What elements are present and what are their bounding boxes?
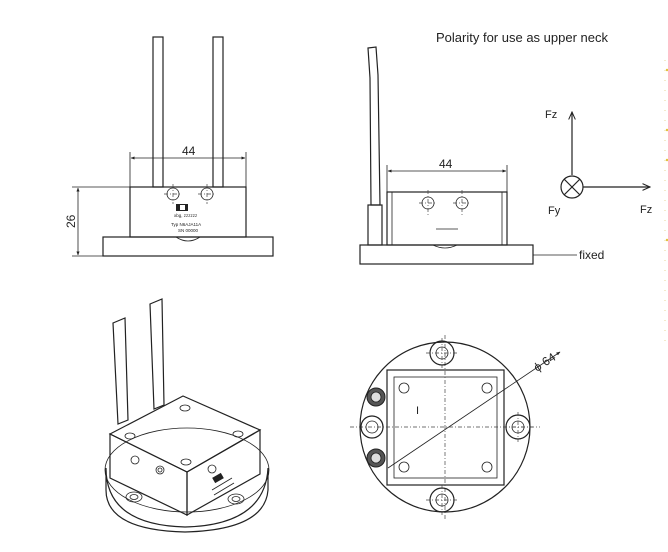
axes-diagram: Fz Fy Fz xyxy=(545,109,652,217)
logo-text-2: Typ N6AJA11A xyxy=(171,222,201,227)
cable-stub-bottom xyxy=(366,448,386,468)
flange-hole-bottom xyxy=(426,485,458,515)
width-dim-label-front: 44 xyxy=(182,144,196,158)
cable-left xyxy=(152,36,164,188)
iso-block-right-face xyxy=(186,428,261,517)
iso-cable-left xyxy=(112,317,129,425)
width-dimension-front: 44 xyxy=(129,144,247,187)
side-body xyxy=(386,191,508,246)
mounting-hole-left xyxy=(164,184,182,204)
flange-hole-top xyxy=(426,338,458,368)
iso-base xyxy=(105,467,269,533)
brand-logo: xbg, zzzzzz Typ N6AJA11A SN 00000 xyxy=(171,204,201,233)
axis-label-z: Fz xyxy=(545,109,557,121)
iso-block-top xyxy=(108,395,262,473)
logo-text-1: xbg, zzzzzz xyxy=(174,213,198,218)
page-title: Polarity for use as upper neck xyxy=(436,30,608,45)
center-mark: I xyxy=(416,405,419,417)
fixed-label: fixed xyxy=(579,248,604,262)
axis-label-y: Fy xyxy=(548,205,561,217)
flange-hole-right xyxy=(503,412,533,442)
flange-hole-left xyxy=(360,415,384,439)
cable-stub-top xyxy=(366,387,386,407)
width-dim-label-side: 44 xyxy=(439,157,453,171)
iso-block-left-face xyxy=(109,433,188,516)
iso-cable-right xyxy=(149,298,165,410)
bottom-square xyxy=(386,369,505,486)
base-plate xyxy=(102,236,274,257)
diameter-label: ϕ 64 xyxy=(531,350,559,375)
y-axis-into-page-icon xyxy=(560,175,584,199)
side-cable xyxy=(367,46,381,206)
isometric-view xyxy=(104,298,270,533)
mounting-hole-right xyxy=(198,184,216,204)
logo-text-3: SN 00000 xyxy=(178,228,199,233)
front-view: xbg, zzzzzz Typ N6AJA11A SN 00000 44 26 xyxy=(64,36,274,257)
height-dim-label: 26 xyxy=(64,214,78,228)
side-view: 44 fixed xyxy=(359,46,604,265)
edge-marks xyxy=(664,60,668,350)
bottom-view: ϕ 64 I xyxy=(350,335,561,520)
height-dimension: 26 xyxy=(64,186,130,257)
side-base xyxy=(359,244,534,265)
side-hole-left xyxy=(419,190,437,216)
axis-label-x: Fz xyxy=(640,204,652,216)
cable-right xyxy=(212,36,224,188)
width-dimension-side: 44 xyxy=(386,157,508,192)
side-connector xyxy=(367,204,383,246)
side-hole-right xyxy=(453,190,471,216)
